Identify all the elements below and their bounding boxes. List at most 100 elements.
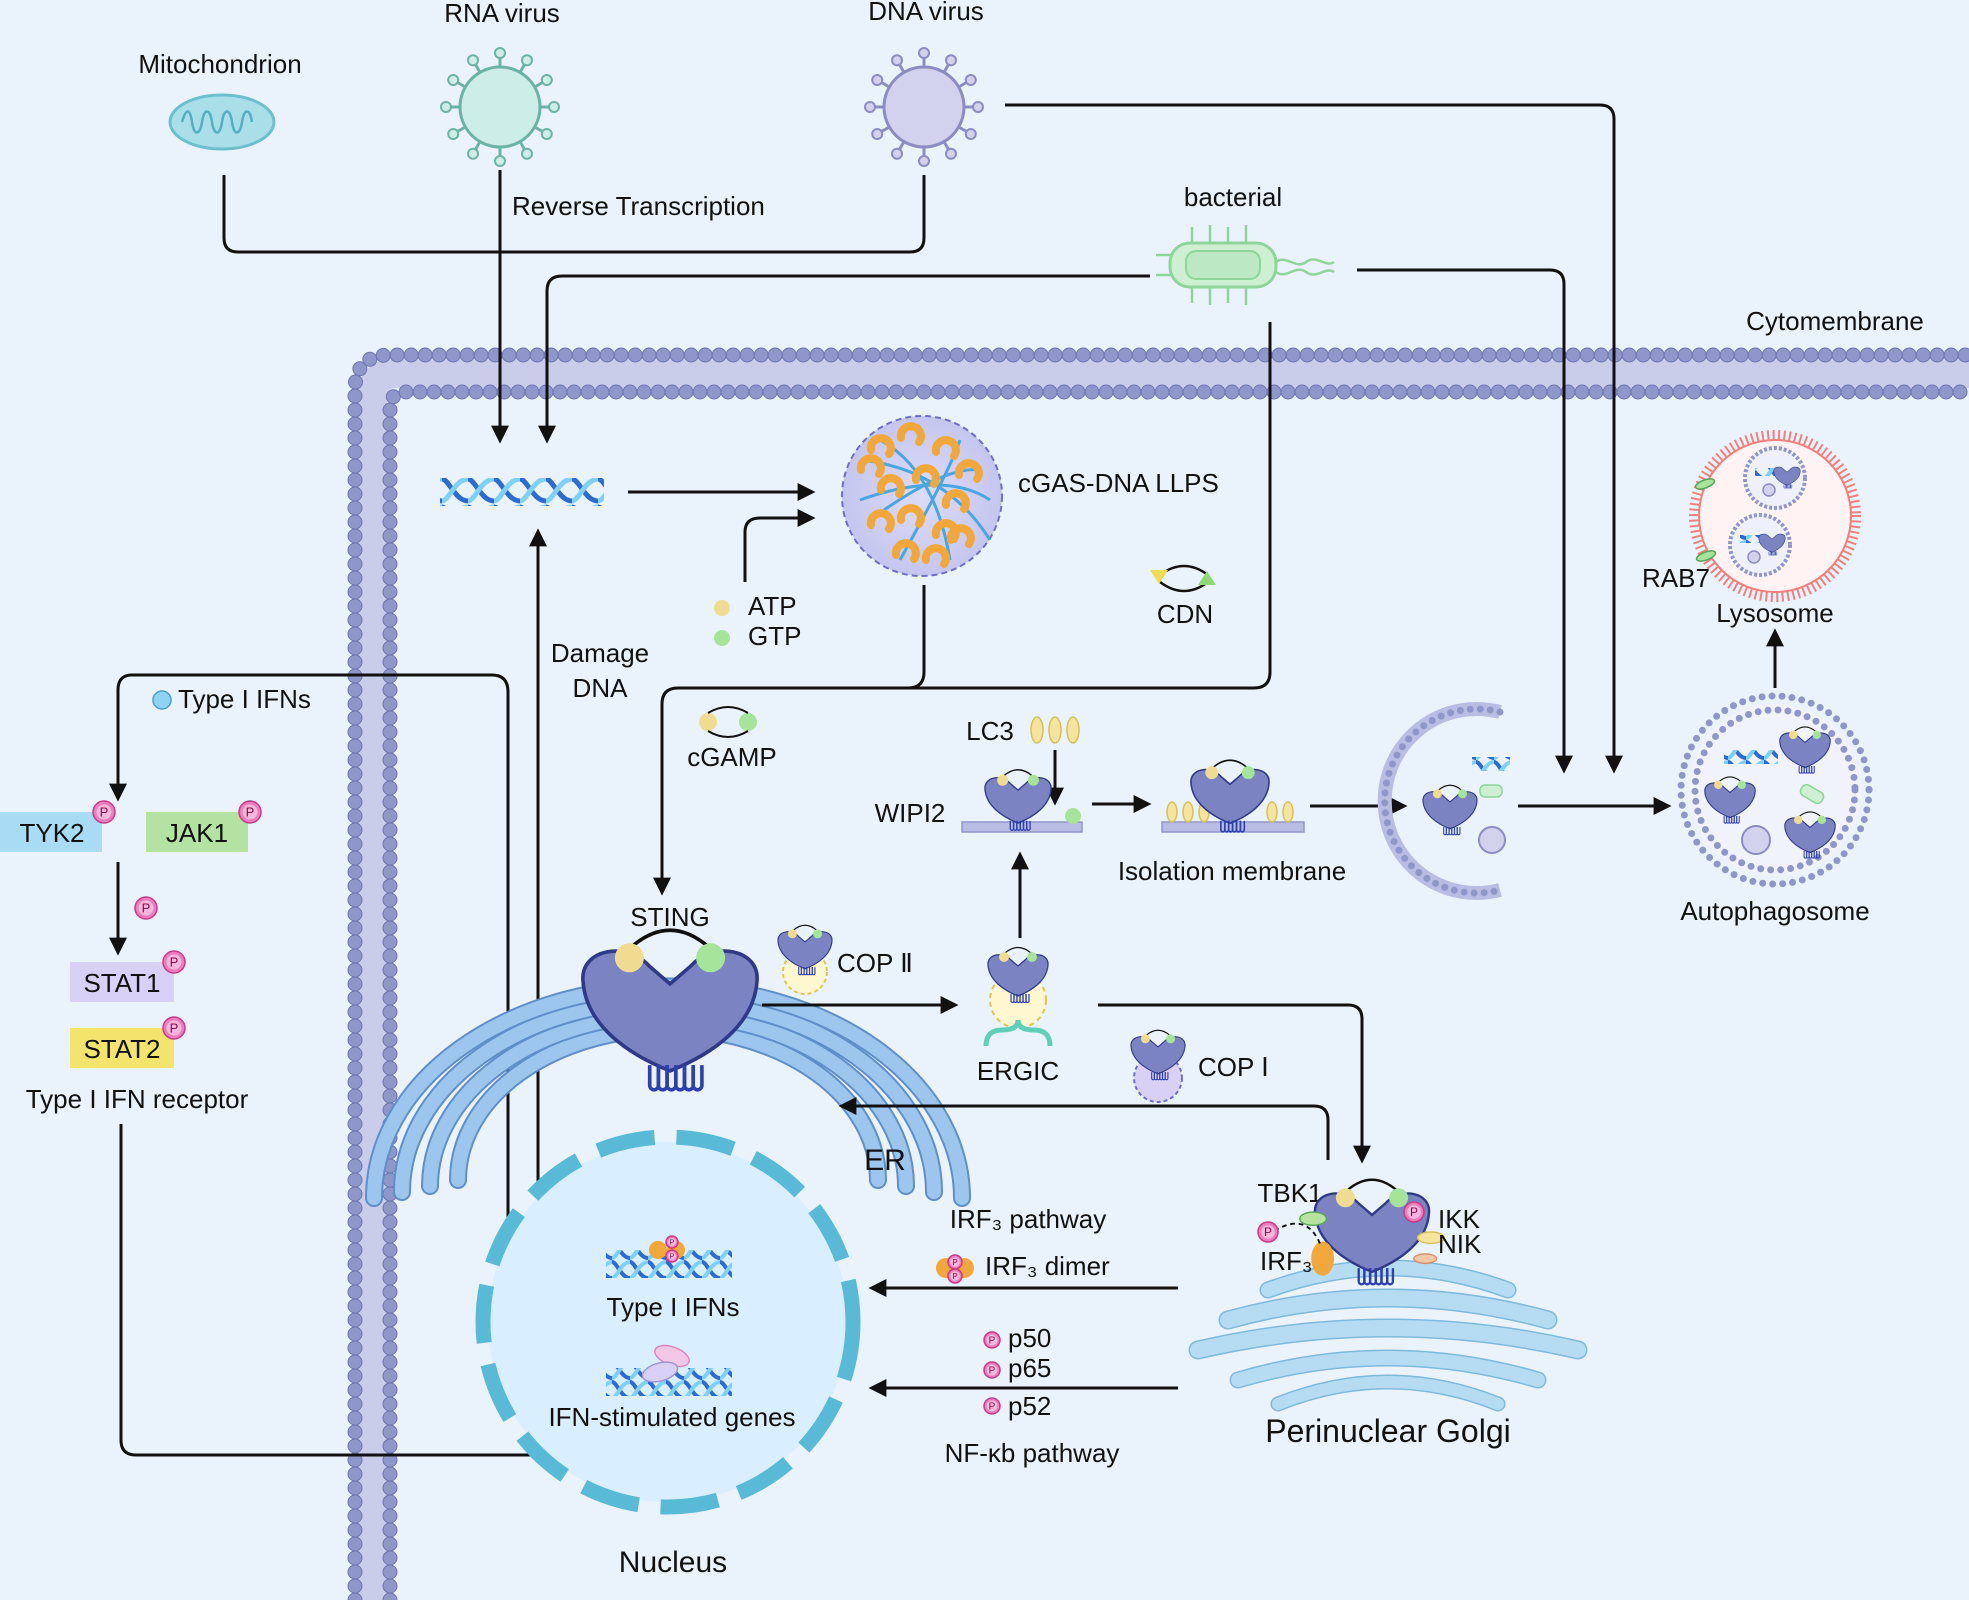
sting-dimer-icon [581, 928, 759, 1092]
reverse-transcription-label: Reverse Transcription [512, 191, 765, 221]
cgamp-label: cGAMP [687, 742, 777, 772]
phagophore-icon [1377, 702, 1510, 900]
type1-ifn-dot-icon [152, 690, 172, 710]
nfkb-bound-icon [641, 1344, 690, 1383]
stat1-box [70, 962, 174, 1002]
ergic-icon [983, 946, 1053, 1047]
autophagosome-label: Autophagosome [1680, 896, 1869, 926]
bacteria-autophagosome-arrow [1357, 268, 1573, 774]
rna-virus-icon [440, 47, 560, 167]
tyk2-label: TYK2 [19, 818, 84, 848]
irf3-pathway-label: IRF₃ pathway [950, 1204, 1107, 1234]
cop2-label: COP Ⅱ [837, 948, 913, 978]
nfkb-pathway-label: NF-κb pathway [945, 1438, 1120, 1468]
cgas-llps-droplet-icon [841, 415, 1003, 577]
gtp-dot-icon [714, 630, 730, 646]
cdn-icon [1150, 564, 1216, 593]
stat2-box [70, 1028, 174, 1068]
phospho-badge-icon: P [1257, 1221, 1279, 1243]
phospho-badge-icon: P [1403, 1201, 1425, 1223]
nucleus-icon [475, 1129, 861, 1515]
isolation-membrane-label: Isolation membrane [1118, 856, 1346, 886]
bacteria-sting-connector [909, 322, 1272, 690]
svg-text:P: P [1264, 1225, 1272, 1239]
dnavirus-autophagosome-arrow [1005, 103, 1623, 774]
svg-text:P: P [670, 1240, 675, 1247]
cop2-vesicle-icon [777, 924, 833, 995]
irf3-dimer-label: IRF₃ dimer [985, 1251, 1110, 1281]
irf3-label: IRF₃ [1260, 1246, 1312, 1276]
atp-gtp-arrow [743, 509, 816, 582]
svg-text:P: P [100, 805, 109, 820]
mitochondrion-label: Mitochondrion [138, 49, 301, 79]
svg-text:P: P [989, 1365, 996, 1376]
llps-down-connector [907, 585, 926, 690]
phospho-badge-icon: P [983, 1331, 1001, 1349]
svg-text:P: P [170, 1021, 179, 1036]
wipi2-label: WIPI2 [875, 798, 946, 828]
svg-text:P: P [952, 1272, 957, 1281]
golgi-to-er-arrow [838, 1097, 1330, 1160]
nucleus-label: Nucleus [619, 1546, 727, 1579]
atp-label: ATP [748, 591, 797, 621]
mitochondrion-icon [168, 93, 276, 151]
cgamp-icon [699, 706, 757, 738]
rab7-label: RAB7 [1642, 563, 1710, 593]
svg-text:P: P [246, 805, 255, 820]
cytosolic-dna-icon [440, 478, 604, 506]
stat2-label: STAT2 [83, 1034, 160, 1064]
cop1-label: COP Ⅰ [1198, 1052, 1269, 1082]
ergic-to-golgi-arrow [1098, 1003, 1371, 1164]
damage-dna-label-line2: DNA [573, 673, 629, 703]
phospho-badge-icon: P [665, 1249, 679, 1263]
phospho-badge-icon: P [134, 896, 158, 920]
perinuclear-golgi-label: Perinuclear Golgi [1265, 1413, 1510, 1449]
phospho-badge-icon: P [162, 950, 186, 974]
tbk1-label: TBK1 [1257, 1178, 1322, 1208]
stat1-label: STAT1 [83, 968, 160, 998]
lc3-label: LC3 [966, 716, 1014, 746]
dna-virus-label: DNA virus [868, 0, 984, 26]
isg-label: IFN-stimulated genes [548, 1402, 795, 1432]
er-label: ER [864, 1144, 906, 1177]
ikk-label: IKK [1438, 1204, 1481, 1234]
cgas-llps-label: cGAS-DNA LLPS [1018, 468, 1219, 498]
lysosome-label: Lysosome [1716, 598, 1834, 628]
svg-text:P: P [142, 901, 151, 916]
bacteria-icon [1156, 225, 1335, 305]
bacteria-dna-arrow [538, 274, 1150, 444]
phospho-badge-icon: P [92, 800, 116, 824]
lysosome-icon [1688, 429, 1861, 602]
atp-dot-icon [714, 600, 730, 616]
receptor-to-nucleus-arrow [119, 1124, 572, 1464]
damage-dna-label-line1: Damage [551, 638, 649, 668]
svg-text:P: P [1410, 1205, 1418, 1219]
phospho-badge-icon: P [947, 1254, 963, 1270]
phospho-badge-icon: P [983, 1361, 1001, 1379]
svg-text:P: P [952, 1258, 957, 1267]
svg-text:P: P [989, 1335, 996, 1346]
phospho-badge-icon: P [983, 1397, 1001, 1415]
phospho-badge-icon: P [162, 1016, 186, 1040]
p50-label: p50 [1008, 1323, 1051, 1353]
ergic-label: ERGIC [977, 1056, 1059, 1086]
lc3-icon [1030, 716, 1080, 744]
phospho-badge-icon: P [238, 800, 262, 824]
isolation-membrane-icon [1161, 759, 1305, 833]
sting-label: STING [630, 902, 709, 932]
damage-dna-arrow [529, 528, 612, 1196]
type1-ifns-nucleus-label: Type I IFNs [607, 1292, 740, 1322]
svg-text:P: P [670, 1254, 675, 1261]
autophagosome-icon [1677, 692, 1873, 888]
wipi2-membrane-icon [961, 769, 1083, 833]
dna-virus-icon [864, 47, 984, 167]
bacterial-label: bacterial [1184, 182, 1282, 212]
perinuclear-golgi-icon [1188, 1259, 1588, 1412]
jak1-label: JAK1 [166, 818, 228, 848]
rna-virus-label: RNA virus [444, 0, 560, 28]
tyk2-box [0, 812, 102, 852]
sting-tbk1-complex-icon [1266, 1178, 1445, 1286]
mito-dnavirus-connector [222, 175, 926, 254]
